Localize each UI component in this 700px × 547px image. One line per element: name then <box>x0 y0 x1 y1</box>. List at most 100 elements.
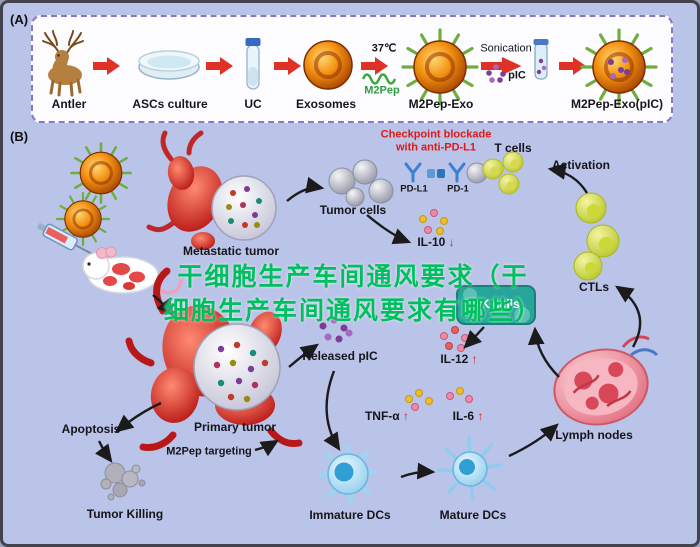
immature-dcs-label: Immature DCs <box>309 508 391 523</box>
il6-label: IL-6 ↑ <box>452 409 484 424</box>
pic-label: pIC <box>508 69 526 82</box>
petri-dish-icon <box>138 50 200 80</box>
diagram-art <box>37 28 659 505</box>
tnf-text: TNF-α <box>364 409 400 424</box>
tnf-label: TNF-α ↑ <box>364 409 410 424</box>
il6-text: IL-6 <box>452 409 474 424</box>
m2pep-exo-label: M2Pep-Exo <box>408 97 474 112</box>
released-pic-label: Released pIC <box>302 349 378 364</box>
antler-label: Antler <box>51 97 87 112</box>
cytokine-dots-il6 <box>446 387 473 403</box>
watermark-text-line1: 干细胞生产车间通风要求（干 <box>177 263 529 291</box>
m2pep-exo-pic-icon <box>580 28 658 106</box>
tumor-sphere-dots <box>213 341 269 403</box>
temperature-label: 37℃ <box>371 42 397 55</box>
tnf-trend-arrow: ↑ <box>403 409 410 424</box>
m2pep-peptide-icon <box>361 73 397 85</box>
step-arrow-icon <box>274 57 301 75</box>
nk-cells-box <box>456 285 536 325</box>
deer-icon <box>42 30 84 97</box>
flow-arrow-m2pep-targeting <box>254 439 280 457</box>
apoptosis-debris-icon <box>100 462 146 501</box>
metastatic-tumor-label: Metastatic tumor <box>182 244 280 259</box>
il10-text: IL-10 <box>417 235 446 250</box>
nk-cells-label: NK cells <box>472 297 520 312</box>
syringe-icon <box>37 223 94 256</box>
sonication-tube-icon <box>533 39 549 80</box>
flow-arrow-nk-to-il12 <box>463 326 485 349</box>
pd1-antibody-icon <box>448 162 466 183</box>
primary-tumor-label: Primary tumor <box>193 420 277 435</box>
il12-trend-arrow: ↑ <box>471 352 478 367</box>
ctls-label: CTLs <box>579 280 609 295</box>
primary-tumor-icon <box>125 267 303 451</box>
flow-arrow-mature-to-lymph <box>508 423 559 458</box>
tumor-killing-label: Tumor Killing <box>86 507 164 522</box>
flow-arrow-lymph-to-nk <box>527 326 560 378</box>
mature-dc-icon <box>437 436 503 501</box>
flow-arrow-tumor-to-apoptosis <box>115 401 162 433</box>
mouse-icon <box>82 246 183 295</box>
lymph-nodes-icon <box>553 335 659 426</box>
ctl-cells-icon <box>573 192 620 281</box>
ascs-culture-label: ASCs culture <box>132 97 208 112</box>
il12-label: IL-12 ↑ <box>440 352 478 367</box>
step-arrow-icon <box>206 57 233 75</box>
flow-arrow-to-il10 <box>366 214 412 245</box>
tumor-sphere-dots <box>226 186 262 228</box>
step-arrow-icon <box>361 57 388 75</box>
flow-arrow-lymph-to-ctls <box>615 285 642 348</box>
pd-l1-label: PD-L1 <box>400 183 428 195</box>
cytokine-dots-tnf <box>405 389 433 411</box>
watermark-text-line2: 细胞生产车间通风要求有哪些） <box>163 297 543 325</box>
lymph-nodes-label: Lymph nodes <box>555 428 633 443</box>
exosome-particle-icon <box>69 141 133 205</box>
flow-arrow-pic-to-immature-dc <box>323 370 341 452</box>
checkpoint-blockade-label-line1: Checkpoint blockade <box>380 128 492 141</box>
checkpoint-blockade-label-line2: with anti-PD-L1 <box>395 141 477 154</box>
exosome-icon <box>303 40 353 90</box>
apoptosis-label: Apoptosis <box>61 422 121 437</box>
sonication-label: Sonication <box>480 42 532 55</box>
flow-arrows <box>94 163 642 480</box>
immature-dc-icon <box>318 444 377 505</box>
pic-dots-icon <box>486 64 506 83</box>
released-pic-dots-icon <box>319 316 353 343</box>
panel-b-tag: (B) <box>10 129 29 144</box>
exosomes-label: Exosomes <box>295 97 357 112</box>
cytokine-dots-il10 <box>419 209 448 235</box>
flow-arrow-apoptosis-to-killing <box>94 440 113 463</box>
tumor-cells-icon <box>328 159 394 207</box>
tumor-cells-label: Tumor cells <box>319 203 387 218</box>
m2pep-exo-pic-label: M2Pep-Exo(pIC) <box>570 97 664 112</box>
centrifuge-tube-icon <box>245 38 261 90</box>
uc-label: UC <box>244 97 262 112</box>
tumor-sphere-icon <box>211 175 277 241</box>
t-cells-icon <box>466 151 524 195</box>
flow-arrow-metastatic-to-tumorcells <box>286 176 325 202</box>
flow-arrow-activation <box>547 163 589 194</box>
flow-arrow-mouse-to-tumor <box>152 294 175 317</box>
flow-arrow-tumor-to-pic <box>288 343 319 368</box>
activation-label: Activation <box>551 158 611 173</box>
cytokine-dots-il12 <box>440 326 469 352</box>
panel-a-tag: (A) <box>10 12 29 27</box>
il10-trend-arrow: ↓ <box>448 235 455 250</box>
tumor-sphere-icon <box>193 323 281 411</box>
il6-trend-arrow: ↑ <box>477 409 484 424</box>
m2pep-exo-icon <box>401 28 479 106</box>
flow-arrow-immature-to-mature <box>400 462 436 480</box>
il12-text: IL-12 <box>440 352 469 367</box>
mature-dcs-label: Mature DCs <box>439 508 507 523</box>
metastatic-tumor-icon <box>146 130 277 250</box>
step-arrow-icon <box>93 57 120 75</box>
anti-pdl1-antibody-icon <box>404 162 422 183</box>
t-cells-label: T cells <box>494 141 532 156</box>
m2pep-targeting-label: M2Pep targeting <box>166 445 252 458</box>
pd-1-label: PD-1 <box>447 183 469 195</box>
m2pep-label: M2Pep <box>364 84 400 97</box>
pd-l1-ligand-icon <box>427 169 435 178</box>
il10-label: IL-10 ↓ <box>417 235 455 250</box>
lymph-vessel-blue-icon <box>630 348 659 357</box>
